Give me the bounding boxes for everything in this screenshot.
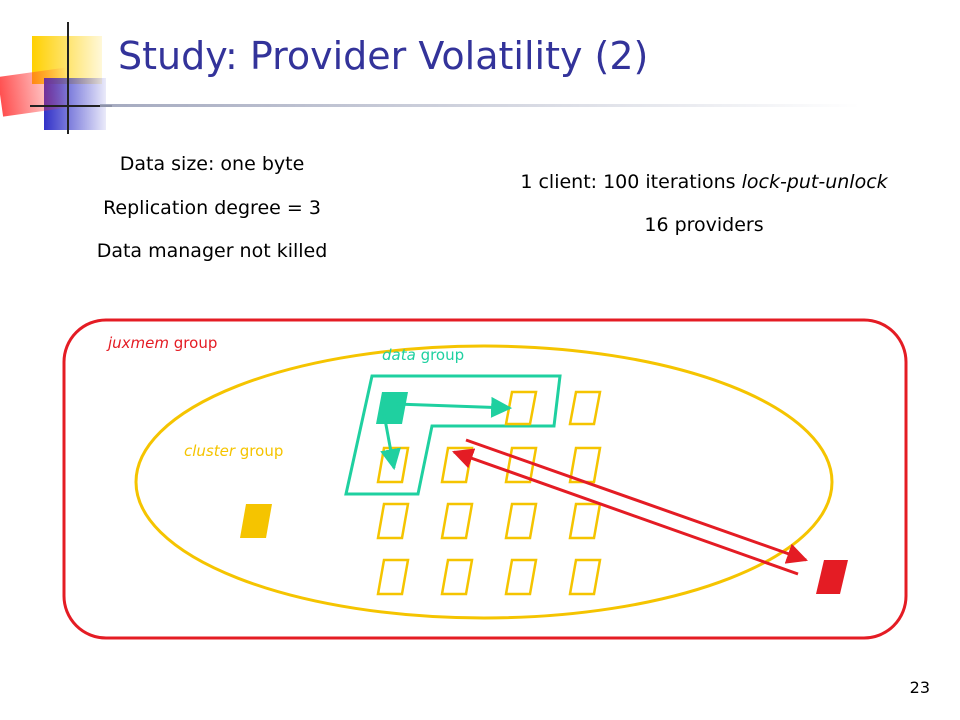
data-group-label: data group — [382, 346, 464, 364]
cluster-label-rest: group — [235, 442, 284, 460]
page-number: 23 — [909, 678, 930, 697]
provider-r2-c2 — [440, 446, 474, 484]
data-group-boundary — [344, 374, 562, 496]
slide-title: Study: Provider Volatility (2) — [118, 34, 649, 78]
info-data-size: Data size: one byte — [119, 153, 305, 175]
provider-r4-c3 — [504, 558, 538, 596]
client-node — [816, 560, 848, 594]
provider-r2-c4 — [568, 446, 602, 484]
replication-arrow-down — [380, 413, 401, 471]
title-underline — [100, 104, 860, 107]
replication-arrow-right — [395, 396, 513, 418]
info-client-prefix: 1 client: 100 iterations — [520, 171, 742, 193]
provider-r3-c2 — [440, 502, 474, 540]
provider-r4-c2 — [440, 558, 474, 596]
cluster-group-label: cluster group — [184, 442, 283, 460]
cluster-label-italic: cluster — [184, 442, 236, 460]
provider-r3-c3 — [504, 502, 538, 540]
cluster-manager-node — [240, 504, 272, 538]
info-data-manager: Data manager not killed — [96, 240, 328, 262]
cluster-group-boundary — [134, 344, 834, 620]
logo-icon — [0, 22, 112, 134]
data-label-rest: group — [415, 346, 465, 364]
info-providers-count: 16 providers — [644, 214, 764, 236]
juxmem-label-rest: group — [169, 334, 218, 352]
juxmem-label-italic: juxmem — [108, 334, 170, 352]
info-client-operation: lock-put-unlock — [741, 171, 888, 193]
info-replication-degree: Replication degree = 3 — [103, 197, 321, 219]
juxmem-group-boundary — [62, 318, 908, 640]
info-client-iterations: 1 client: 100 iterations lock-put-unlock — [520, 171, 887, 193]
client-response-arrow — [452, 448, 799, 576]
juxmem-group-label: juxmem group — [108, 334, 217, 352]
provider-r3-c4 — [568, 502, 602, 540]
provider-r3-c1 — [376, 502, 410, 540]
provider-r4-c4 — [568, 558, 602, 596]
client-request-arrow — [465, 438, 808, 564]
provider-r1-c3 — [504, 390, 538, 426]
provider-r1-c4 — [568, 390, 602, 426]
data-manager-provider — [376, 392, 408, 424]
provider-r4-c1 — [376, 558, 410, 596]
data-label-italic: data — [382, 346, 416, 364]
